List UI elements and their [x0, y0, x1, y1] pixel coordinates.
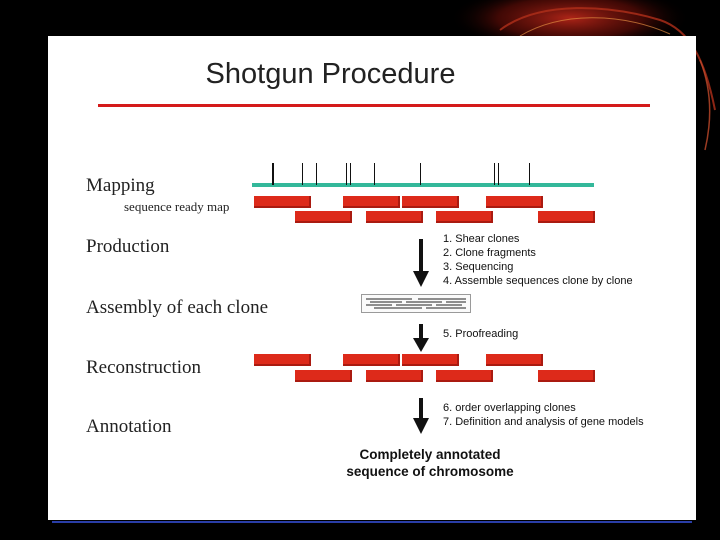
step-order-overlapping-clones: 6. order overlapping clones: [443, 402, 576, 415]
map-tick: [494, 163, 495, 185]
clone-bar: [295, 211, 352, 223]
clone-bar: [538, 211, 595, 223]
down-arrow-icon: [413, 398, 429, 434]
stage-mapping-subtitle: sequence ready map: [124, 199, 229, 215]
clone-bar: [402, 196, 459, 208]
slide-bottom-rule: [52, 521, 692, 523]
final-result-line1: Completely annotated: [320, 446, 540, 463]
clone-bar: [366, 211, 423, 223]
clone-bar: [366, 370, 423, 382]
sequence-map-bar: [252, 183, 594, 187]
clone-bar: [343, 354, 400, 366]
map-tick: [346, 163, 347, 185]
sequence-reads-graphic: [362, 295, 470, 312]
assembled-sequence-box: [361, 294, 471, 313]
map-tick: [529, 163, 530, 185]
map-tick: [272, 163, 274, 185]
map-tick: [498, 163, 499, 185]
map-tick: [420, 163, 421, 185]
step-proofreading: 5. Proofreading: [443, 328, 518, 341]
stage-annotation: Annotation: [86, 416, 172, 438]
clone-bar: [254, 354, 311, 366]
step-sequencing: 3. Sequencing: [443, 261, 513, 274]
clone-bar: [254, 196, 311, 208]
step-shear-clones: 1. Shear clones: [443, 233, 519, 246]
down-arrow-icon: [413, 239, 429, 287]
step-definition-gene-models: 7. Definition and analysis of gene model…: [443, 416, 644, 429]
clone-bar: [486, 354, 543, 366]
clone-bar: [295, 370, 352, 382]
stage-reconstruction: Reconstruction: [86, 357, 201, 379]
final-result: Completely annotated sequence of chromos…: [320, 446, 540, 480]
step-assemble-sequences: 4. Assemble sequences clone by clone: [443, 275, 633, 288]
clone-bar: [402, 354, 459, 366]
map-tick: [350, 163, 351, 185]
clone-bar: [436, 370, 493, 382]
map-tick: [374, 163, 375, 185]
stage-mapping: Mapping: [86, 175, 155, 197]
map-tick: [316, 163, 317, 185]
clone-bar: [486, 196, 543, 208]
final-result-line2: sequence of chromosome: [320, 463, 540, 480]
slide: Shotgun Procedure Mapping sequence ready…: [48, 36, 696, 520]
map-tick: [302, 163, 303, 185]
stage-production: Production: [86, 236, 169, 258]
step-clone-fragments: 2. Clone fragments: [443, 247, 536, 260]
stage-assembly: Assembly of each clone: [86, 297, 268, 319]
title-underline: [98, 104, 650, 107]
clone-bar: [436, 211, 493, 223]
clone-bar: [343, 196, 400, 208]
clone-bar: [538, 370, 595, 382]
slide-title: Shotgun Procedure: [48, 58, 613, 91]
down-arrow-icon: [413, 324, 429, 352]
